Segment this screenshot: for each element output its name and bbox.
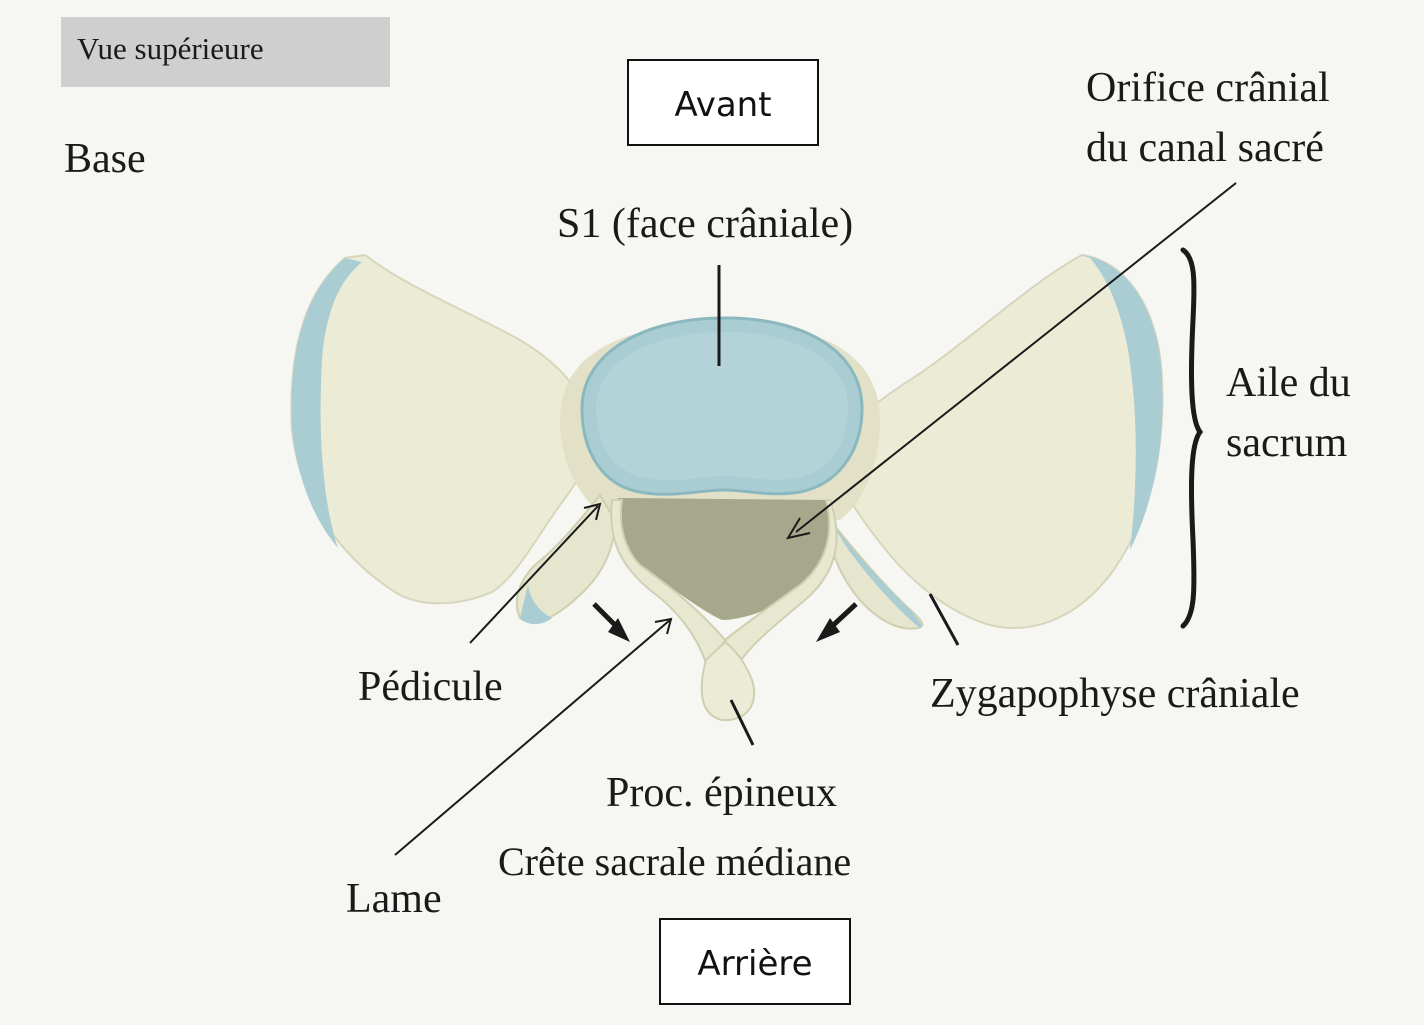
back-box: Arrière [659,918,851,1005]
front-box: Avant [627,59,819,146]
right-wing [828,253,1164,629]
lame-leader [394,617,673,856]
left-zygapophysis-cartilage [520,585,552,625]
section-title: Base [64,136,146,182]
pedicule-label: Pédicule [358,664,503,710]
s1-label: S1 (face crâniale) [557,201,854,247]
zygapophyse-leader [928,593,960,646]
left-wing [290,253,592,605]
proc-epineux-leader [729,699,755,746]
left-wing-cartilage-edge [291,258,362,548]
crete-label: Crête sacrale médiane [498,839,852,884]
view-tag-text: Vue supérieure [77,31,264,66]
s1-inner-surface [596,332,848,481]
right-zygapophysis-cartilage [830,520,922,628]
orifice-leader [785,182,1237,540]
proc-epineux-label: Proc. épineux [606,770,837,816]
view-tag: Vue supérieure [61,17,390,87]
right-wing-cartilage-edge [1082,255,1163,550]
left-direction-arrow [592,602,630,642]
orifice-label-line2: du canal sacré [1086,125,1324,171]
sacral-canal [614,498,834,620]
orifice-label-line1: Orifice crânial [1086,65,1330,111]
wing-brace [1180,247,1204,629]
pedicule-leader [469,502,602,644]
aile-label-line1: Aile du [1226,360,1351,406]
back-label: Arrière [697,944,813,984]
front-label: Avant [674,85,772,125]
spinous-process [700,640,756,722]
zygapophyse-label: Zygapophyse crâniale [930,671,1300,717]
lame-label: Lame [346,876,442,922]
aile-label-line2: sacrum [1226,420,1348,466]
right-direction-arrow [816,602,858,642]
